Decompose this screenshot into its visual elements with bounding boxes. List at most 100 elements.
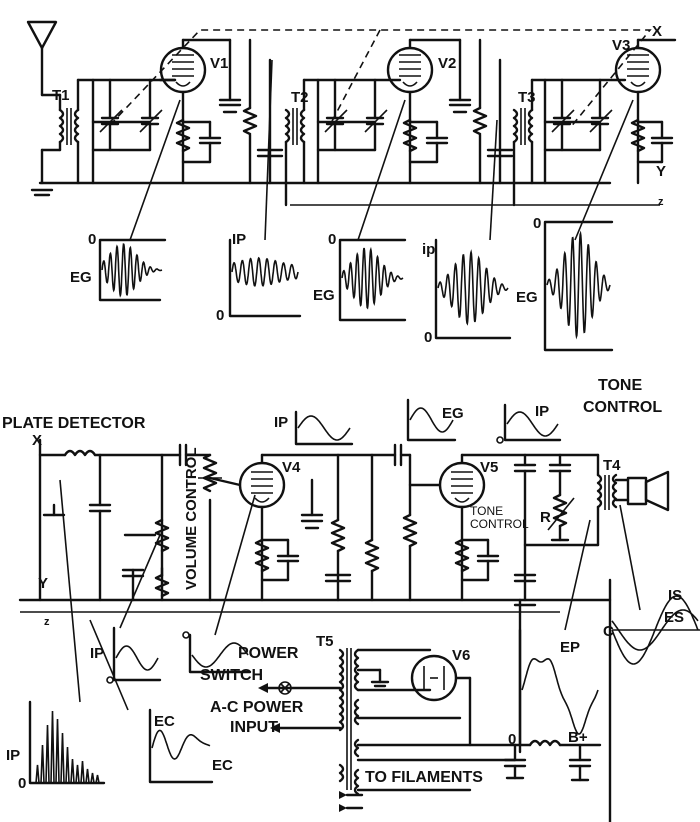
svg-text:0: 0 [424,329,432,346]
ip-pulse [70,758,75,784]
v5-bias-network [454,453,600,607]
waveform-ip-v5: IP [496,403,562,444]
rf-amplifier-section: T1 V1 [26,20,677,352]
tube-v2 [386,38,462,185]
transformer-t2 [284,78,402,207]
ep-pointer [564,519,591,631]
rect-pointer [59,479,81,703]
v4-bias-network [254,443,418,602]
tone-knob-label-1: TONE [470,504,503,518]
svg-text:IS: IS [668,587,682,604]
transformer-t3 [512,78,627,207]
x-terminal-label: X [652,23,662,40]
svg-text:0: 0 [508,731,516,748]
waveform-ip-rectified: IP 0 [6,700,106,792]
t2-label: T2 [291,89,309,106]
waveform-ec: EC EC [148,708,233,784]
svg-text:0: 0 [216,307,224,324]
rf-pointer-lines [129,59,634,241]
v1-cathode-network [175,118,222,164]
tube-v1 [158,38,232,185]
z-terminal-label: z [658,196,664,208]
waveform-eg-v5: EG [406,398,464,442]
detector-filter [38,443,222,602]
svg-text:EG: EG [313,287,335,304]
waveform-is-es: IS ES [611,587,700,665]
ip-pulse [35,764,40,784]
svg-text:0: 0 [88,231,96,248]
waveform-ip-v4: IP [274,410,354,446]
v6-label: V6 [452,647,470,664]
power-transformer-t5 [338,648,517,796]
v3-cathode-network [630,118,674,164]
svg-text:0: 0 [533,215,541,232]
tuning-capacitors-3 [543,78,613,185]
waveform-ip2: ip 0 [422,238,512,346]
svg-text:EC: EC [212,757,233,774]
detector-pointer [119,534,161,629]
r-label: R [540,509,551,526]
ip-pulse [45,724,50,784]
ac-power-label-2: INPUT [230,719,278,736]
tone-control-title-1: TONE [598,377,642,394]
v4-label: V4 [282,459,301,476]
tube-v3 [614,38,677,185]
y-terminal-label: Y [656,163,666,180]
z-bottom-label: z [44,616,50,628]
tuning-capacitors-2 [316,78,388,185]
gang-tuning-link [109,29,652,129]
v5-label: V5 [480,459,498,476]
v1-label: V1 [210,55,228,72]
svg-text:IP: IP [6,747,20,764]
svg-text:0: 0 [18,775,26,792]
switch-pointer [214,494,256,636]
waveform-switch [182,631,252,674]
v1-screen-network [218,38,284,185]
c-label: C [603,623,614,640]
v2-label: V2 [438,55,456,72]
waveform-eg2: 0 EG [313,231,407,322]
ip-pulse [55,718,60,784]
svg-text:EG: EG [442,405,464,422]
power-switch-label-2: SWITCH [200,667,263,684]
svg-text:0: 0 [328,231,336,248]
tone-control-title-2: CONTROL [583,399,662,416]
svg-text:IP: IP [535,403,549,420]
waveform-ip-detector: IP [90,626,162,684]
v3-label: V3 [612,37,630,54]
is-pointer [619,504,641,611]
svg-text:IP: IP [90,645,104,662]
waveform-eg1: 0 EG [70,231,167,302]
volume-control-label: VOLUME CONTROL [183,448,200,591]
ip-pulse [80,760,85,784]
waveform-eg3: 0 EG [516,215,614,352]
waveform-ep: EP 0 [508,628,599,754]
t4-label: T4 [603,457,621,474]
waveform-ip1: IP 0 [216,231,302,324]
rectifier-tube-v6 [410,654,472,747]
power-switch-label-1: POWER [238,645,299,662]
svg-text:IP: IP [274,414,288,431]
svg-text:EC: EC [154,713,175,730]
speaker-icon [626,470,670,512]
filament-arrows [339,791,364,812]
ip-pulse [50,710,55,784]
t3-label: T3 [518,89,536,106]
b-plus-label: B+ [568,729,588,746]
t5-label: T5 [316,633,334,650]
tone-knob-label-2: CONTROL [470,517,529,531]
svg-text:EP: EP [560,639,580,656]
y-bottom-label: Y [38,575,48,592]
ip-pulse [65,746,70,784]
tube-v5 [408,453,600,602]
ip-pulse [90,772,95,784]
ip-pulse [40,744,45,784]
svg-text:ES: ES [664,609,684,626]
svg-text:IP: IP [232,231,246,248]
x-bottom-label: X [32,432,42,449]
to-filaments-label: TO FILAMENTS [365,769,483,786]
svg-text:EG: EG [516,289,538,306]
plate-detector-title: PLATE DETECTOR [2,415,146,432]
tuning-capacitors-1 [91,78,163,185]
